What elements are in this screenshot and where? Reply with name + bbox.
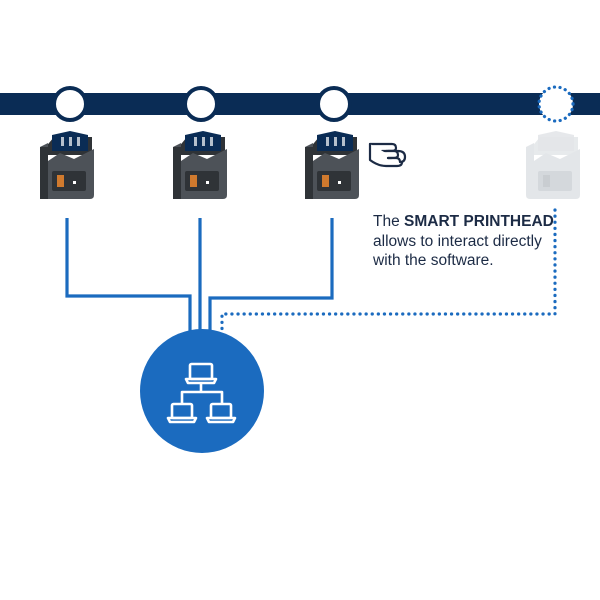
- caption-highlight: SMART PRINTHEAD: [404, 213, 554, 230]
- network-computers-icon: [166, 362, 237, 424]
- rail-node-3: [316, 86, 352, 122]
- connection-line-4-dotted: [220, 208, 557, 344]
- conveyor-rail: [0, 93, 600, 115]
- rail-node-2: [183, 86, 219, 122]
- printhead-2[interactable]: [173, 131, 227, 199]
- connection-line-1: [65, 218, 192, 342]
- rail-nodes: [52, 85, 575, 123]
- caption-suffix: allows to interact directly with the sof…: [373, 232, 542, 270]
- connection-line-3: [208, 218, 334, 342]
- pointing-hand-icon: [368, 142, 407, 168]
- printhead-4-ghost[interactable]: [526, 131, 580, 199]
- printhead-1[interactable]: [40, 131, 94, 199]
- rail-node-4-dotted: [537, 85, 575, 123]
- printhead-3[interactable]: [305, 131, 359, 199]
- printheads: [40, 131, 580, 199]
- smart-printhead-caption: The SMART PRINTHEAD allows to interact d…: [373, 212, 573, 271]
- connection-lines: [65, 208, 557, 344]
- caption-prefix: The: [373, 213, 405, 230]
- rail-node-1: [52, 86, 88, 122]
